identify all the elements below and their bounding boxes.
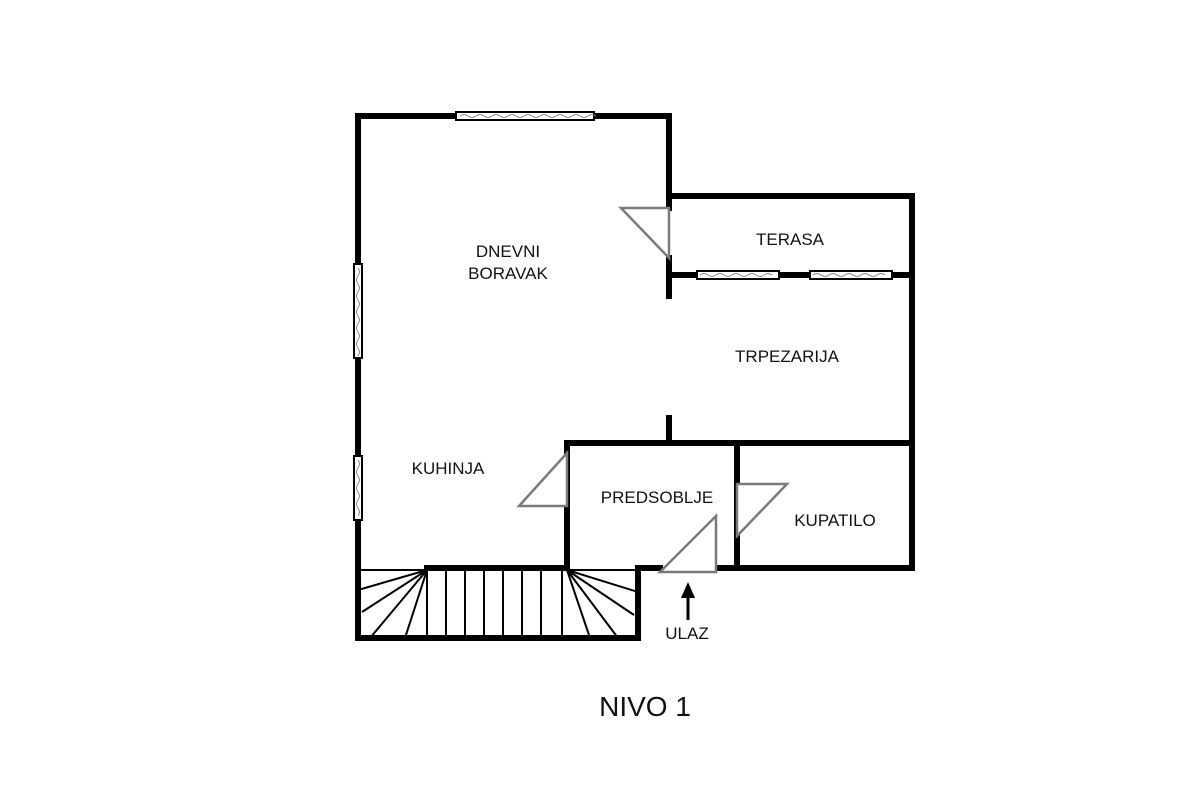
staircase bbox=[357, 569, 639, 639]
door-entrance bbox=[656, 512, 718, 574]
stair-winder bbox=[404, 569, 428, 639]
stair-winder bbox=[566, 569, 635, 616]
room-label-kitchen: KUHINJA bbox=[412, 459, 485, 478]
doors bbox=[516, 206, 790, 574]
window-top bbox=[455, 111, 597, 121]
window-left-lower bbox=[353, 455, 363, 521]
room-label-dining: TRPEZARIJA bbox=[735, 347, 840, 366]
stair-winder bbox=[357, 569, 428, 591]
stair-winder bbox=[361, 569, 428, 613]
stair-winder bbox=[566, 569, 619, 639]
room-label-living-line2: BORAVAK bbox=[468, 264, 548, 283]
room-label-bathroom: KUPATILO bbox=[794, 511, 876, 530]
room-label-living-line1: DNEVNI bbox=[476, 242, 540, 261]
stair-winder bbox=[369, 569, 428, 639]
window-terrace-left bbox=[696, 270, 780, 280]
entrance-arrow bbox=[681, 582, 695, 620]
room-label-hall: PREDSOBLJE bbox=[601, 488, 713, 507]
room-label-terrace: TERASA bbox=[756, 230, 825, 249]
entrance-label: ULAZ bbox=[665, 624, 708, 643]
walls bbox=[355, 113, 915, 641]
window-terrace-right bbox=[809, 270, 893, 280]
door-bathroom bbox=[735, 482, 790, 540]
door-terrace bbox=[618, 206, 671, 262]
stair-winder bbox=[566, 569, 639, 593]
window-left-upper bbox=[353, 263, 363, 359]
level-title: NIVO 1 bbox=[599, 691, 691, 722]
door-kitchen-hall bbox=[516, 449, 569, 508]
stair-winder bbox=[566, 569, 591, 639]
windows bbox=[353, 111, 893, 521]
